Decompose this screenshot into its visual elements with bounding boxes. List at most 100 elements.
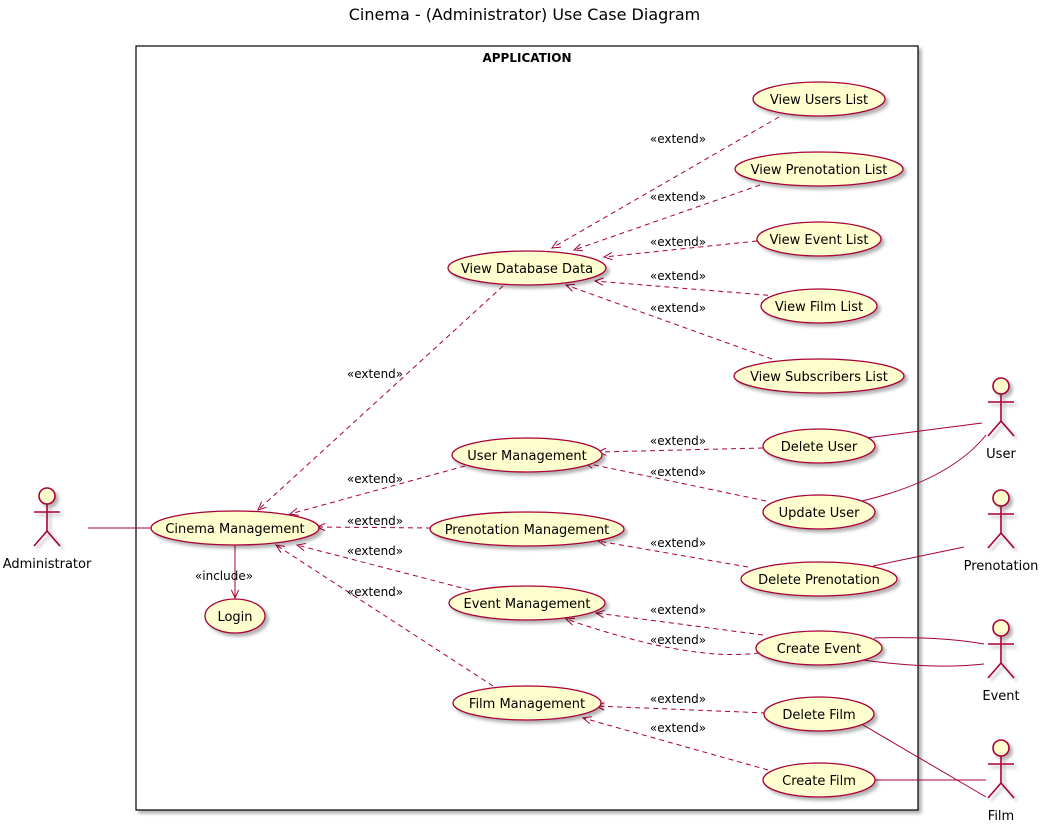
relation-cinema-management-login-arrowhead — [230, 589, 240, 600]
relation-view-database-data-cinema-management-label: «extend» — [347, 367, 403, 381]
usecase-shape — [763, 696, 875, 732]
usecase-label: View Subscribers List — [750, 370, 888, 385]
usecase-view-users-list[interactable]: View Users List — [752, 81, 886, 117]
actor-label: Prenotation — [964, 559, 1039, 574]
usecase-label: Update User — [779, 506, 860, 521]
usecase-shape — [752, 81, 886, 117]
relation-delete-user-user-management-line — [597, 447, 764, 453]
usecase-shape — [762, 428, 876, 464]
usecase-update-user[interactable]: Update User — [762, 494, 876, 530]
usecase-label: Delete Film — [782, 708, 855, 723]
usecase-shape — [447, 250, 607, 286]
usecase-delete-user[interactable]: Delete User — [762, 428, 876, 464]
usecase-label: Film Management — [469, 697, 585, 712]
system-name: APPLICATION — [482, 51, 571, 65]
usecase-label: Login — [217, 610, 252, 625]
relation-user-management-cinema-management-line — [289, 465, 466, 515]
relation-view-users-list-view-database-data-line — [551, 116, 780, 249]
relation-prenotation-management-cinema-management-label: «extend» — [347, 514, 403, 528]
usecase-create-film[interactable]: Create Film — [762, 762, 876, 798]
relation-view-film-list-view-database-data-arrowhead — [593, 277, 604, 286]
stick-figure-icon — [987, 739, 1015, 799]
relation-create-event-event-management-arrowhead — [564, 617, 576, 626]
relation-user-management-cinema-management-arrowhead — [288, 507, 299, 516]
usecase-view-event-list[interactable]: View Event List — [756, 221, 882, 257]
usecase-film-management[interactable]: Film Management — [452, 685, 602, 721]
usecase-label: View Film List — [775, 300, 863, 315]
usecase-shape — [452, 685, 602, 721]
relation-view-database-data-cinema-management-arrowhead — [257, 501, 267, 511]
usecase-label: Delete Prenotation — [758, 573, 880, 588]
actor-label: Administrator — [3, 557, 92, 572]
usecase-label: View Database Data — [461, 262, 593, 277]
relation-view-prenotation-list-view-database-data-label: «extend» — [650, 190, 706, 204]
usecase-shape — [733, 358, 905, 394]
relation-create-event-event-line — [855, 658, 985, 667]
usecase-user-management[interactable]: User Management — [451, 437, 603, 473]
usecase-shape — [756, 221, 882, 257]
relation-view-users-list-view-database-data-label: «extend» — [650, 132, 706, 146]
relation-view-subscribers-list-view-database-data-arrowhead — [564, 283, 576, 292]
relation-create-film-film-management-arrowhead — [581, 716, 592, 725]
usecase-prenotation-management[interactable]: Prenotation Management — [429, 511, 625, 547]
diagram-title: Cinema - (Administrator) Use Case Diagra… — [348, 5, 701, 24]
usecase-label: Create Event — [777, 642, 862, 657]
relation-delete-user-user-management-label: «extend» — [650, 434, 706, 448]
stick-figure-icon — [987, 489, 1015, 549]
usecase-delete-film[interactable]: Delete Film — [763, 696, 875, 732]
relation-create-event-event-management-label: «extend» — [650, 603, 706, 617]
relation-event-management-cinema-management-label: «extend» — [347, 544, 403, 558]
relation-create-film-film-management-label: «extend» — [650, 721, 706, 735]
usecase-login[interactable]: Login — [204, 598, 266, 634]
actor-administrator[interactable]: Administrator — [3, 487, 92, 572]
relation-user-management-cinema-management-label: «extend» — [347, 472, 403, 486]
relation-delete-prenotation-prenotation-management-line — [597, 540, 749, 568]
relation-delete-film-film-management-label: «extend» — [650, 692, 706, 706]
relation-film-management-cinema-management-line — [275, 544, 494, 687]
relation-view-event-list-view-database-data-arrowhead — [602, 252, 613, 261]
usecase-create-event[interactable]: Create Event — [755, 630, 883, 666]
usecase-label: Cinema Management — [165, 522, 304, 537]
relation-create-event-event-management-arrowhead — [594, 609, 605, 619]
relation-view-users-list-view-database-data-arrowhead — [550, 240, 562, 249]
actor-user[interactable]: User — [986, 377, 1016, 462]
usecase-view-subscribers-list[interactable]: View Subscribers List — [733, 358, 905, 394]
actor-label: Film — [988, 809, 1014, 824]
stick-figure-icon — [33, 487, 61, 547]
usecase-view-film-list[interactable]: View Film List — [760, 288, 878, 324]
usecase-cinema-management[interactable]: Cinema Management — [150, 510, 320, 546]
usecase-shape — [755, 630, 883, 666]
usecase-delete-prenotation[interactable]: Delete Prenotation — [740, 561, 898, 597]
usecase-shape — [760, 288, 878, 324]
relation-event-management-cinema-management-arrowhead — [295, 543, 306, 552]
relation-prenotation-management-cinema-management-line — [316, 526, 432, 529]
usecase-shape — [429, 511, 625, 547]
usecase-label: User Management — [467, 449, 586, 464]
actor-event[interactable]: Event — [982, 619, 1020, 704]
usecase-shape — [762, 494, 876, 530]
relation-delete-film-film-line — [857, 721, 987, 798]
usecase-view-database-data[interactable]: View Database Data — [447, 250, 607, 286]
relation-delete-prenotation-prenotation-line — [872, 546, 965, 567]
relation-create-event-event-management-label: «extend» — [650, 633, 706, 647]
usecase-shape — [734, 151, 904, 187]
usecase-label: Create Film — [782, 774, 856, 789]
relation-view-subscribers-list-view-database-data-line — [565, 284, 773, 360]
relation-create-event-event-management-line — [595, 612, 764, 636]
usecase-event-management[interactable]: Event Management — [448, 585, 606, 621]
relation-view-event-list-view-database-data-label: «extend» — [650, 235, 706, 249]
relation-view-subscribers-list-view-database-data-label: «extend» — [650, 301, 706, 315]
relation-update-user-user-line — [861, 434, 987, 502]
actor-film[interactable]: Film — [987, 739, 1015, 824]
relation-view-database-data-cinema-management-line — [257, 285, 504, 511]
stick-figure-icon — [987, 619, 1015, 679]
relation-film-management-cinema-management-label: «extend» — [347, 585, 403, 599]
usecase-label: Event Management — [463, 597, 590, 612]
usecase-view-prenotation-list[interactable]: View Prenotation List — [734, 151, 904, 187]
usecase-shape — [740, 561, 898, 597]
usecase-label: View Prenotation List — [751, 163, 888, 178]
relation-create-event-event-line — [873, 637, 985, 645]
relation-view-event-list-view-database-data-line — [603, 240, 758, 258]
actor-prenotation[interactable]: Prenotation — [964, 489, 1039, 574]
